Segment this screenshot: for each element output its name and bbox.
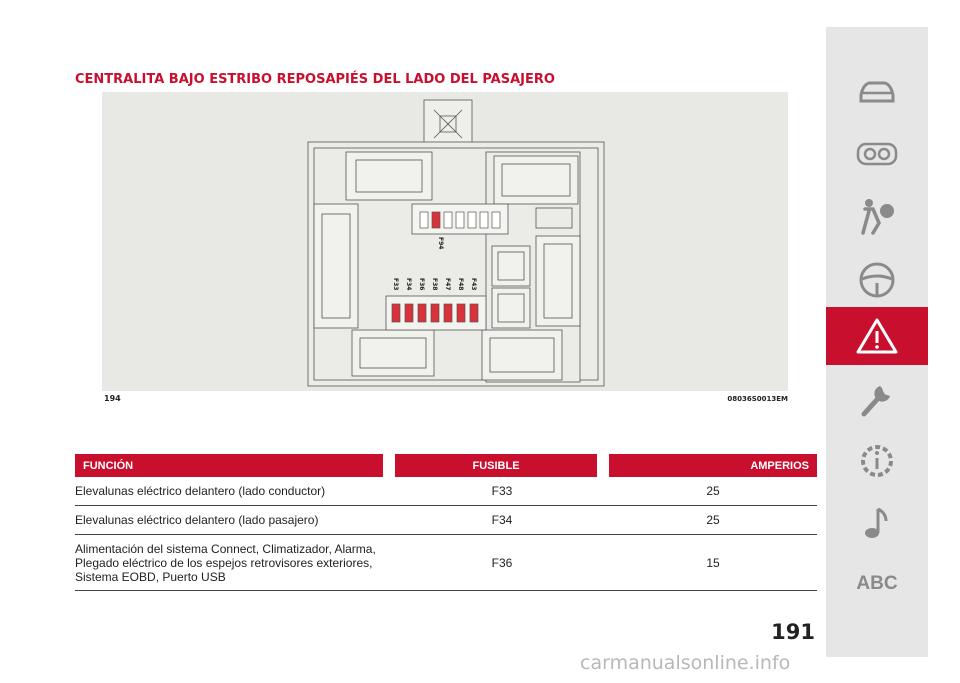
- info-gear-icon: [861, 445, 893, 477]
- airbag-icon: [861, 199, 894, 235]
- fuse-label: F47: [444, 278, 451, 290]
- table-row: Alimentación del sistema Connect, Climat…: [75, 535, 817, 591]
- chapter-sidebar: ABC: [826, 27, 928, 657]
- fuse-table: FUNCIÓN FUSIBLE AMPERIOS Elevalunas eléc…: [75, 454, 817, 591]
- cell-amperios: 15: [609, 535, 817, 591]
- wrench-icon: [861, 386, 890, 417]
- cell-funcion-line: Sistema EOBD, Puerto USB: [75, 569, 226, 584]
- fuse-label: F38: [431, 278, 438, 290]
- cell-fusible: F34: [395, 506, 609, 535]
- page-number: 191: [771, 620, 815, 644]
- dashboard-icon: [856, 142, 898, 166]
- watermark: carmanualsonline.info: [580, 652, 791, 674]
- sidebar-item-emergency[interactable]: [826, 307, 928, 365]
- sidebar-item-maintenance[interactable]: [826, 375, 928, 425]
- cell-funcion: Elevalunas eléctrico delantero (lado pas…: [75, 506, 395, 535]
- table-row: Elevalunas eléctrico delantero (lado pas…: [75, 506, 817, 535]
- abc-icon: ABC: [856, 573, 898, 594]
- cell-funcion-line: Plegado eléctrico de los espejos retrovi…: [75, 555, 373, 570]
- cell-amperios: 25: [609, 477, 817, 506]
- fuse-label: F34: [405, 278, 412, 290]
- table-header-row: FUNCIÓN FUSIBLE AMPERIOS: [75, 454, 817, 477]
- cell-amperios: 25: [609, 506, 817, 535]
- cell-fusible: F33: [395, 477, 609, 506]
- header-funcion: FUNCIÓN: [75, 454, 395, 477]
- car-icon: [859, 81, 895, 103]
- sidebar-item-index[interactable]: ABC: [826, 567, 928, 601]
- sidebar-item-car[interactable]: [826, 69, 928, 115]
- header-fusible: FUSIBLE: [395, 454, 609, 477]
- figure-code: 08036S0013EM: [727, 395, 788, 403]
- sidebar-item-technical[interactable]: [826, 435, 928, 487]
- cell-funcion: Alimentación del sistema Connect, Climat…: [75, 535, 395, 591]
- steering-wheel-icon: [859, 262, 895, 298]
- fuse-label-top: F94: [437, 237, 444, 249]
- figure-number: 194: [104, 394, 121, 403]
- fuse-label: F43: [470, 278, 477, 290]
- section-title: CENTRALITA BAJO ESTRIBO REPOSAPIÉS DEL L…: [75, 72, 555, 87]
- sidebar-item-airbag[interactable]: [826, 191, 928, 241]
- sidebar-item-multimedia[interactable]: [826, 499, 928, 547]
- fuse-box-figure: F94 F33 F34 F36 F38 F47 F48 F43: [102, 92, 788, 391]
- sidebar-item-dashboard[interactable]: [826, 131, 928, 177]
- fuse-label: F33: [392, 278, 399, 290]
- cell-fusible: F36: [395, 535, 609, 591]
- fuse-label: F36: [418, 278, 425, 290]
- cell-funcion: Elevalunas eléctrico delantero (lado con…: [75, 477, 395, 506]
- warning-triangle-icon: [856, 318, 898, 354]
- fuse-box-diagram: F94 F33 F34 F36 F38 F47 F48 F43: [307, 99, 605, 387]
- music-note-icon: [865, 507, 888, 538]
- header-amperios: AMPERIOS: [609, 454, 817, 477]
- sidebar-item-steering[interactable]: [826, 255, 928, 305]
- table-row: Elevalunas eléctrico delantero (lado con…: [75, 477, 817, 506]
- cell-funcion-line: Alimentación del sistema Connect, Climat…: [75, 541, 376, 556]
- fuse-label: F48: [457, 278, 464, 290]
